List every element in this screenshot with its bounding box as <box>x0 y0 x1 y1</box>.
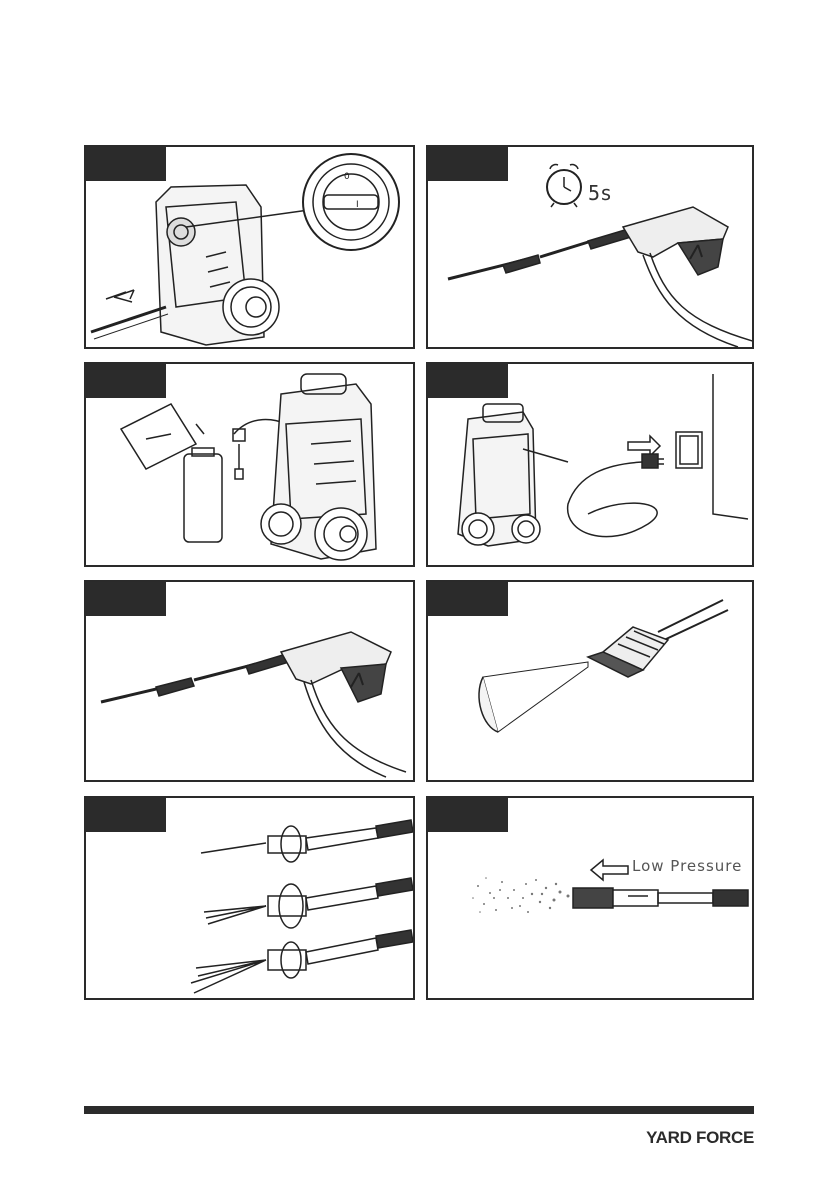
step-panel-plug-in <box>426 362 754 567</box>
step-panel-spray-gun <box>84 580 415 782</box>
low-pressure-label: Low Pressure <box>632 857 742 875</box>
step-panel-low-pressure: Low Pressure <box>426 796 754 1000</box>
step-panel-nozzle-adjust <box>84 796 415 1000</box>
timer-label: 5s <box>588 181 612 205</box>
detergent-tank-illustration <box>86 364 415 567</box>
nozzle-spray-illustration <box>428 582 754 782</box>
nozzle-adjust-illustration <box>86 798 415 1000</box>
power-plug-illustration <box>428 364 754 567</box>
brand-logo: YARD FORCE <box>612 1128 754 1148</box>
pressure-washer-hose-illustration: 0 I <box>86 147 415 349</box>
spray-gun-trigger-illustration <box>86 582 415 782</box>
svg-text:0: 0 <box>344 172 350 182</box>
footer-bar <box>84 1106 754 1114</box>
step-panel-detergent <box>84 362 415 567</box>
low-pressure-illustration <box>428 798 754 1000</box>
svg-text:I: I <box>356 200 359 210</box>
step-panel-trigger-timer: 5s <box>426 145 754 349</box>
step-panel-connect-hose: 0 I <box>84 145 415 349</box>
step-panel-nozzle-spray <box>426 580 754 782</box>
arrow-left-icon <box>591 860 628 880</box>
spray-gun-illustration <box>428 147 754 349</box>
